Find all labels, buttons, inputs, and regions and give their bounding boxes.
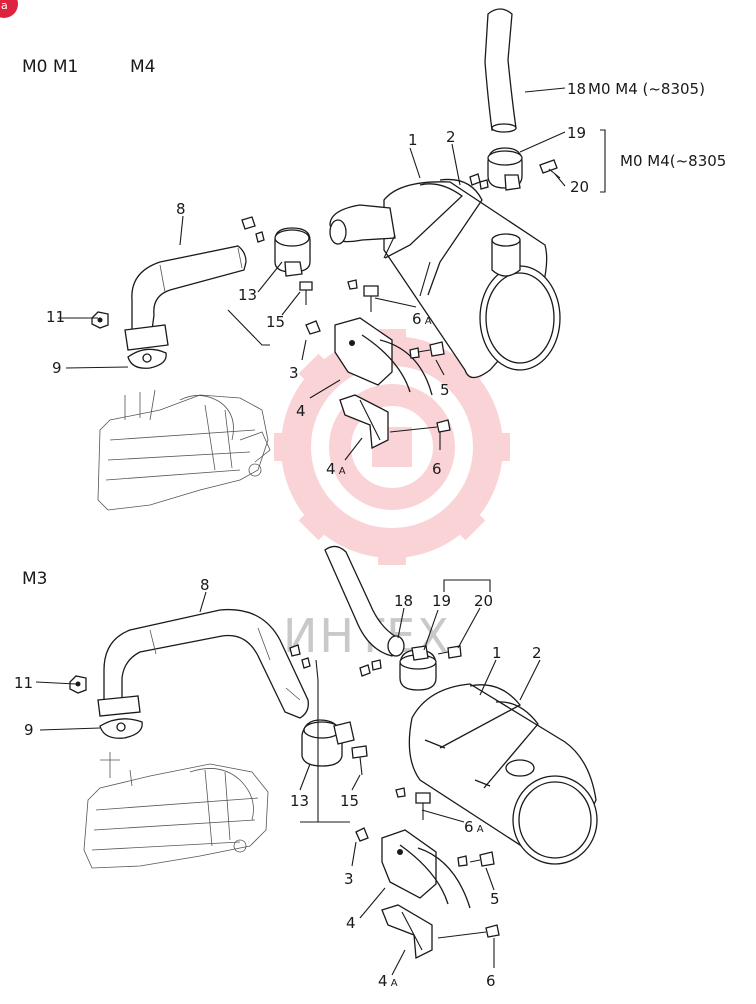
upper-header-m4: M4 (130, 57, 155, 77)
upper-assembly: M0 M1 M4 (22, 8, 726, 511)
bolt-5-upper (409, 341, 445, 359)
label-9-lower: 9 (24, 721, 34, 739)
label-4a-lower: 4 A (378, 972, 398, 990)
upper-header-models: M0 M1 (22, 57, 78, 77)
nut-3-upper (305, 320, 321, 335)
muffler-1-lower (408, 683, 598, 865)
label-20-lower: 20 (474, 592, 493, 610)
nut-small-b-lower (395, 787, 406, 798)
bolt-6a-lower (415, 792, 431, 820)
leaders-lower (35, 579, 541, 976)
tail-pipe-18-lower (324, 545, 405, 657)
label-6-upper: 6 (432, 460, 442, 478)
pipe-flange-upper (124, 324, 169, 351)
note-18-upper: M0 M4 (~8305) (588, 80, 705, 98)
clamp-19-upper (487, 147, 523, 191)
label-15-lower: 15 (340, 792, 359, 810)
pipe-flange-lower (97, 695, 141, 717)
labels-lower: 8 11 9 13 15 3 4 4 A 6 A 5 6 18 19 20 1 … (14, 576, 542, 990)
nut-11-upper (91, 311, 109, 329)
bolt-20-upper (539, 159, 561, 179)
label-18-upper: 18 (567, 80, 586, 98)
nuts-pair-upper (469, 173, 489, 190)
bolt-6a-upper (363, 285, 379, 312)
nut-small-a-lower (289, 644, 301, 657)
label-5-upper: 5 (440, 381, 450, 399)
label-4a-upper: 4 A (326, 460, 346, 478)
bracket-4a-lower (381, 904, 433, 960)
label-6-lower: 6 (486, 972, 496, 990)
label-4-lower: 4 (346, 914, 356, 932)
exhaust-pipe-8-upper (131, 245, 247, 331)
clamp-13-upper (274, 227, 311, 277)
label-8-upper: 8 (176, 200, 186, 218)
gasket-9-lower (99, 718, 143, 739)
label-6a-lower: 6 A (464, 818, 484, 836)
label-19-upper: 19 (567, 124, 586, 142)
label-9-upper: 9 (52, 359, 62, 377)
exhaust-pipe-8-lower (103, 608, 309, 719)
corner-badge[interactable]: a (0, 0, 18, 18)
bolt-20-lower (437, 645, 462, 659)
band-2-lower (424, 684, 539, 789)
label-4-upper: 4 (296, 402, 306, 420)
label-13-upper: 13 (238, 286, 257, 304)
label-3-lower: 3 (344, 870, 354, 888)
band-2-upper (383, 178, 483, 297)
nuts-pair-lower (359, 659, 382, 677)
nut-small-a-upper (241, 216, 256, 230)
label-11-upper: 11 (46, 308, 65, 326)
washer-a-lower (301, 657, 311, 669)
label-13-lower: 13 (290, 792, 309, 810)
washer-a-upper (255, 231, 265, 243)
label-3-upper: 3 (289, 364, 299, 382)
corner-badge-text: a (1, 0, 8, 12)
bolt-5-lower (457, 851, 495, 867)
label-11-lower: 11 (14, 674, 33, 692)
lower-header-m3: M3 (22, 569, 47, 589)
bracket-4-upper (334, 317, 433, 396)
nut-3-lower (355, 827, 369, 842)
bolt-15-lower (351, 745, 368, 776)
nut-small-b-upper (347, 279, 358, 290)
label-20-upper: 20 (570, 178, 589, 196)
label-8-lower: 8 (200, 576, 210, 594)
nut-11-lower (69, 675, 87, 694)
bolt-6-lower (437, 924, 500, 939)
label-6a-upper: 6 A (412, 310, 432, 328)
lower-assembly: M3 (14, 545, 598, 990)
label-18-lower: 18 (394, 592, 413, 610)
label-1-lower: 1 (492, 644, 502, 662)
leaders-upper (58, 87, 606, 461)
note-19-20-upper: M0 M4(~8305 (620, 152, 726, 170)
tail-pipe-18-upper (484, 8, 517, 133)
bolt-15-upper (299, 281, 313, 305)
label-2-upper: 2 (446, 128, 456, 146)
gasket-9-upper (127, 348, 167, 369)
label-2-lower: 2 (532, 644, 542, 662)
labels-upper: 8 11 9 13 15 3 4 4 A 6 A 5 6 1 2 18 M0 M… (46, 80, 726, 478)
engine-block-lower (83, 752, 269, 869)
label-19-lower: 19 (432, 592, 451, 610)
bracket-4-lower (381, 829, 471, 909)
label-1-upper: 1 (408, 131, 418, 149)
engine-block-upper (97, 389, 271, 511)
bracket-4a-upper (339, 394, 389, 450)
clamp-13-lower (301, 719, 355, 767)
bolt-6-upper (389, 419, 451, 433)
clamp-19-lower (399, 645, 437, 691)
label-15-upper: 15 (266, 313, 285, 331)
label-5-lower: 5 (490, 890, 500, 908)
